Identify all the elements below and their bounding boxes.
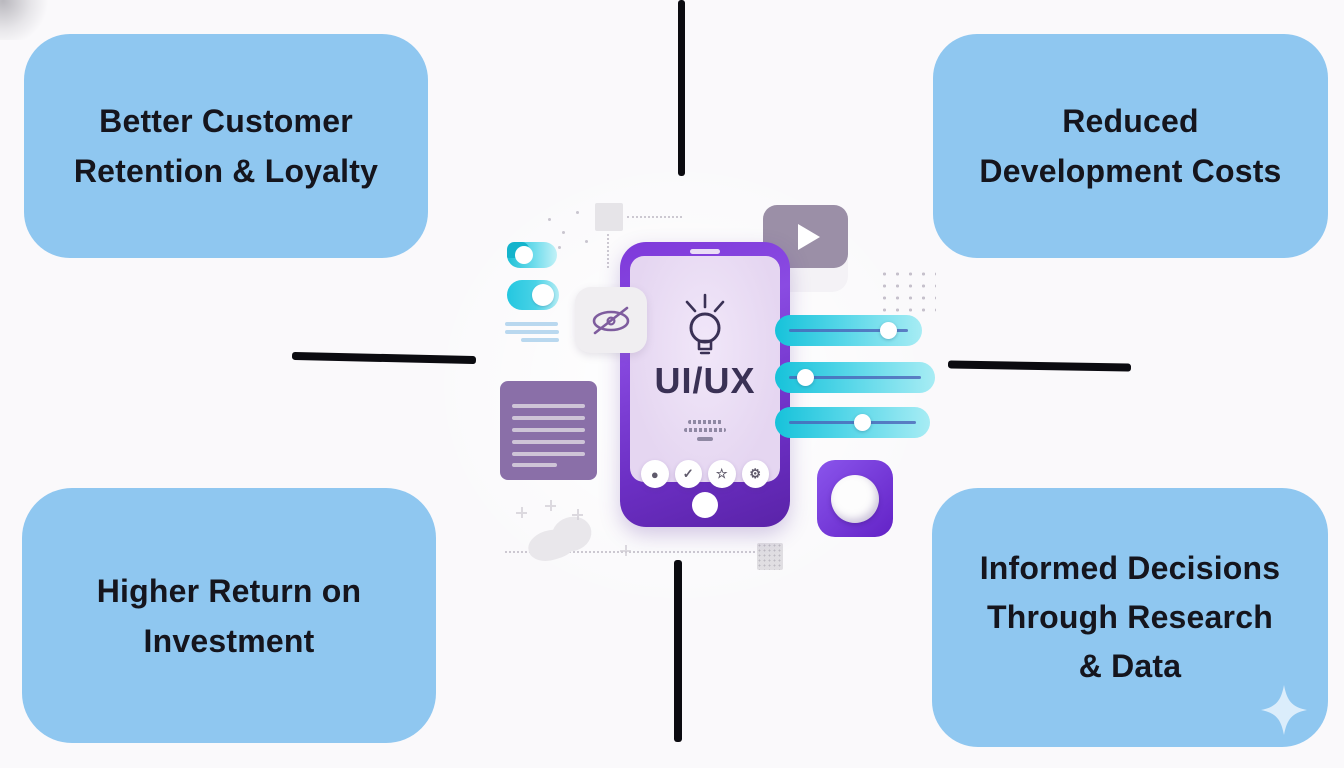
decor-dot [585, 240, 588, 243]
slider-knob [797, 369, 814, 386]
slider-bar [775, 407, 930, 438]
doc-text-line [512, 416, 585, 420]
plus-icon [545, 500, 556, 511]
card-line: Through Research [987, 599, 1273, 635]
accessibility-card [575, 287, 647, 353]
card-informed-decisions: Informed Decisions Through Research & Da… [932, 488, 1328, 747]
slider-track [789, 421, 916, 424]
phone-home-button [692, 492, 718, 518]
doc-text-line [512, 440, 585, 444]
card-line: Reduced [1062, 103, 1199, 139]
phone-action-buttons: ● ✓ ☆ ⚙ [641, 460, 769, 488]
doc-text-line [512, 428, 585, 432]
card-line: Better Customer [99, 103, 353, 139]
card-line: Informed Decisions [979, 550, 1281, 586]
divider-vertical-bottom [674, 560, 682, 742]
decor-dot [558, 246, 561, 249]
doc-text-line [512, 452, 585, 456]
decor-text-line [505, 322, 558, 326]
card-line: Development Costs [979, 153, 1282, 189]
decor-text-line [684, 428, 726, 432]
toggle-knob [515, 246, 533, 264]
decor-dotted-line [627, 216, 682, 218]
decor-dot [562, 231, 565, 234]
record-button-card [817, 460, 893, 537]
doc-text-line [512, 463, 557, 467]
decor-text-line [505, 330, 559, 334]
document-card [500, 381, 597, 480]
card-line: Retention & Loyalty [73, 153, 379, 189]
decor-dotted-line [505, 551, 755, 553]
phone-speaker [690, 249, 720, 254]
slider-bar [775, 315, 922, 346]
corner-smudge [0, 0, 52, 40]
toggle-knob [532, 284, 554, 306]
card-higher-return-on-investment: Higher Return on Investment [22, 488, 436, 743]
divider-horizontal-right [947, 360, 1132, 372]
slider-track [789, 376, 921, 379]
slider-track [789, 329, 908, 332]
card-line: Higher Return on [96, 572, 362, 609]
slider-bar [775, 362, 935, 393]
toggle-switch-on [507, 280, 559, 310]
card-line: Investment [143, 622, 315, 659]
slider-knob [854, 414, 871, 431]
card-reduced-development-costs: Reduced Development Costs [933, 34, 1328, 258]
card-line: & Data [1078, 648, 1182, 684]
decor-text-line [697, 437, 713, 441]
decor-gray-square-bottom [757, 543, 783, 570]
decor-dot [576, 211, 579, 214]
plus-icon [572, 509, 583, 520]
decor-gray-square-top [595, 203, 623, 231]
phone-screen: UI/UX ● ✓ ☆ ⚙ [630, 256, 780, 488]
plus-icon [620, 545, 631, 556]
phone-label: UI/UX [654, 360, 756, 401]
star-icon: ☆ [708, 460, 736, 488]
decor-dot [548, 218, 551, 221]
plus-icon [516, 507, 527, 518]
decor-text-line [521, 338, 559, 342]
slider-knob [880, 322, 897, 339]
lightbulb-icon [685, 293, 725, 355]
decor-dotted-line [607, 234, 609, 268]
gear-icon: ⚙ [741, 460, 769, 488]
sparkle-icon [1261, 685, 1307, 735]
toggle-switch-off [507, 242, 557, 268]
eye-off-icon [592, 306, 630, 335]
record-dot-icon: ● [641, 460, 669, 488]
decor-dots-grid [878, 268, 936, 314]
card-better-customer-retention: Better Customer Retention & Loyalty [24, 34, 428, 258]
video-card [763, 205, 848, 268]
divider-vertical-top [678, 0, 685, 176]
smartphone-illustration: UI/UX ● ✓ ☆ ⚙ [620, 242, 790, 527]
decor-text-line [688, 420, 722, 424]
check-icon: ✓ [674, 460, 702, 488]
record-button [831, 474, 879, 523]
play-icon [797, 223, 820, 250]
doc-text-line [512, 404, 585, 408]
